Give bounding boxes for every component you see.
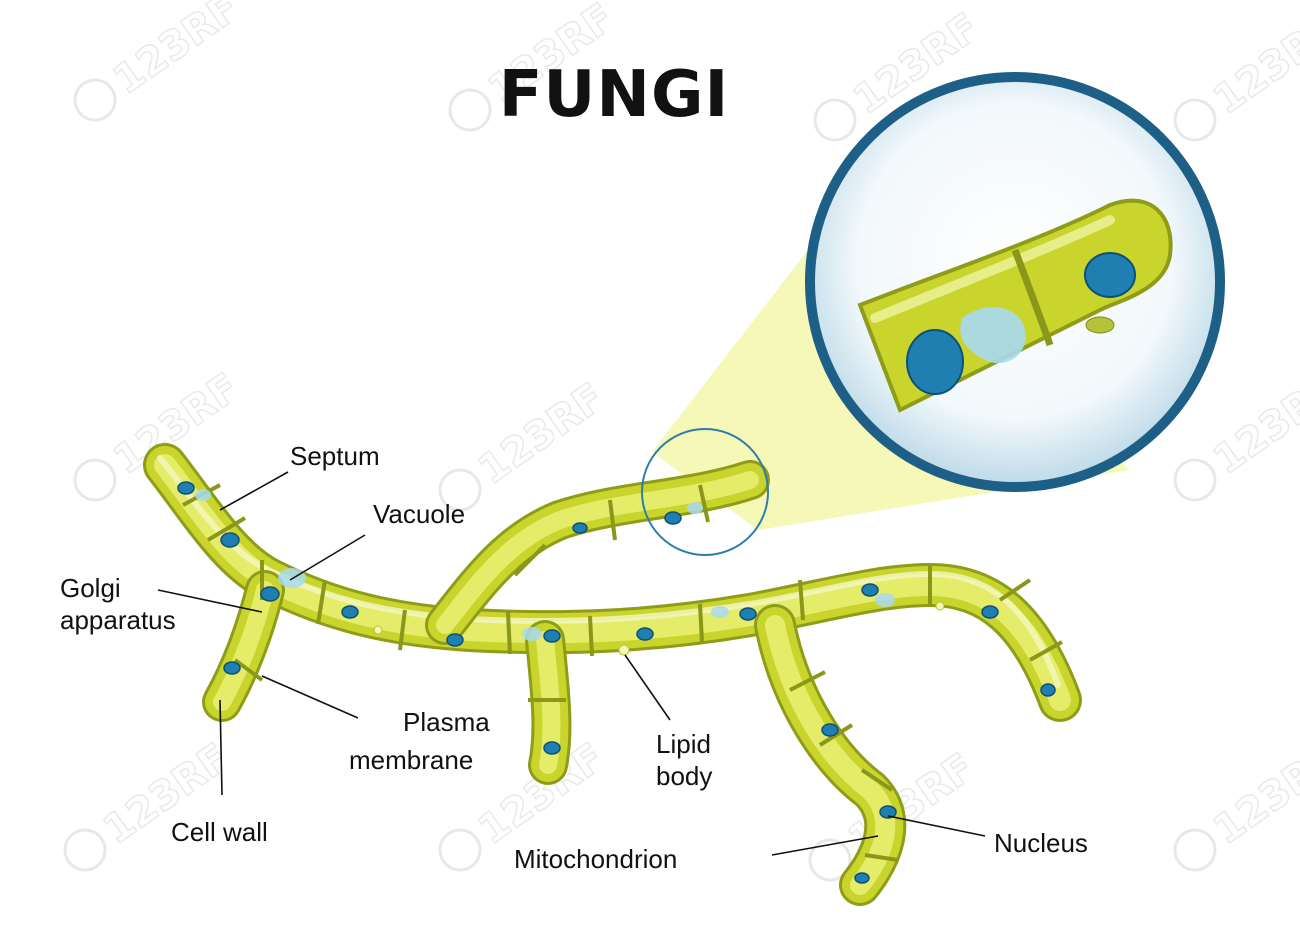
label-plasma-line2: membrane <box>349 745 474 775</box>
septa <box>182 483 1063 862</box>
label-cell-wall: Cell wall <box>171 817 268 847</box>
label-nucleus: Nucleus <box>994 828 1088 858</box>
nuclei <box>177 481 1056 884</box>
label-lipid-line1: Lipid <box>656 729 711 759</box>
label-mitochondrion: Mitochondrion <box>514 844 678 874</box>
magnifier-small-circle <box>641 428 769 556</box>
label-golgi-line1: Golgi <box>60 573 121 603</box>
label-septum: Septum <box>290 441 380 471</box>
label-vacuole: Vacuole <box>373 499 466 529</box>
hyphae-network <box>143 443 1082 906</box>
lipid-bodies <box>373 601 945 656</box>
label-plasma-line1: Plasma <box>403 707 490 737</box>
label-lipid-line2: body <box>656 761 713 791</box>
vacuoles <box>195 489 895 641</box>
label-golgi-line2: apparatus <box>60 605 176 635</box>
magnified-view <box>805 72 1225 492</box>
diagram-title: FUNGI <box>498 58 730 132</box>
